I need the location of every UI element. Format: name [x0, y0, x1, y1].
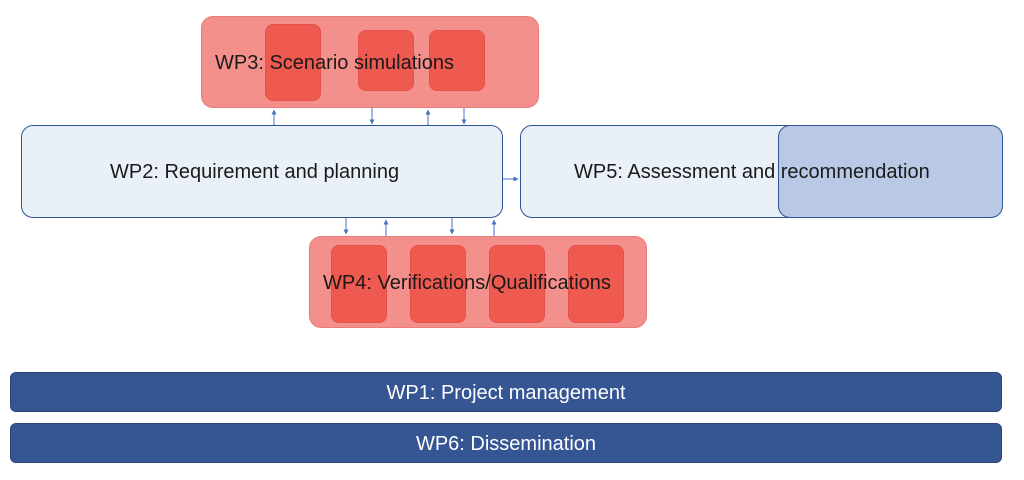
wp4-task-block-3: [489, 245, 545, 323]
wp3-task-block-2: [358, 30, 414, 91]
wp3-label: WP3: Scenario simulations: [215, 52, 454, 74]
wp2-label: WP2: Requirement and planning: [110, 161, 400, 183]
wp3-task-block-1: [265, 24, 321, 101]
wp4-box: WP4: Verifications/Qualifications: [309, 236, 647, 328]
wp4-task-block-2: [410, 245, 466, 323]
wp4-label: WP4: Verifications/Qualifications: [323, 272, 611, 294]
wp5-label: WP5: Assessment and recommendation: [574, 161, 930, 183]
wp4-task-block-4: [568, 245, 624, 323]
wp1-label: WP1: Project management: [386, 382, 626, 404]
wp5-shaded-section: [778, 124, 1003, 218]
wp6-bar: WP6: Dissemination: [10, 423, 1002, 463]
wp6-label: WP6: Dissemination: [415, 433, 597, 455]
wp2-box: WP2: Requirement and planning: [21, 125, 503, 218]
wp1-bar: WP1: Project management: [10, 372, 1002, 412]
wp3-box: WP3: Scenario simulations: [201, 16, 539, 108]
wp3-task-block-3: [429, 30, 485, 91]
wp4-task-block-1: [331, 245, 387, 323]
wp5-box: WP5: Assessment and recommendation: [520, 124, 1003, 218]
